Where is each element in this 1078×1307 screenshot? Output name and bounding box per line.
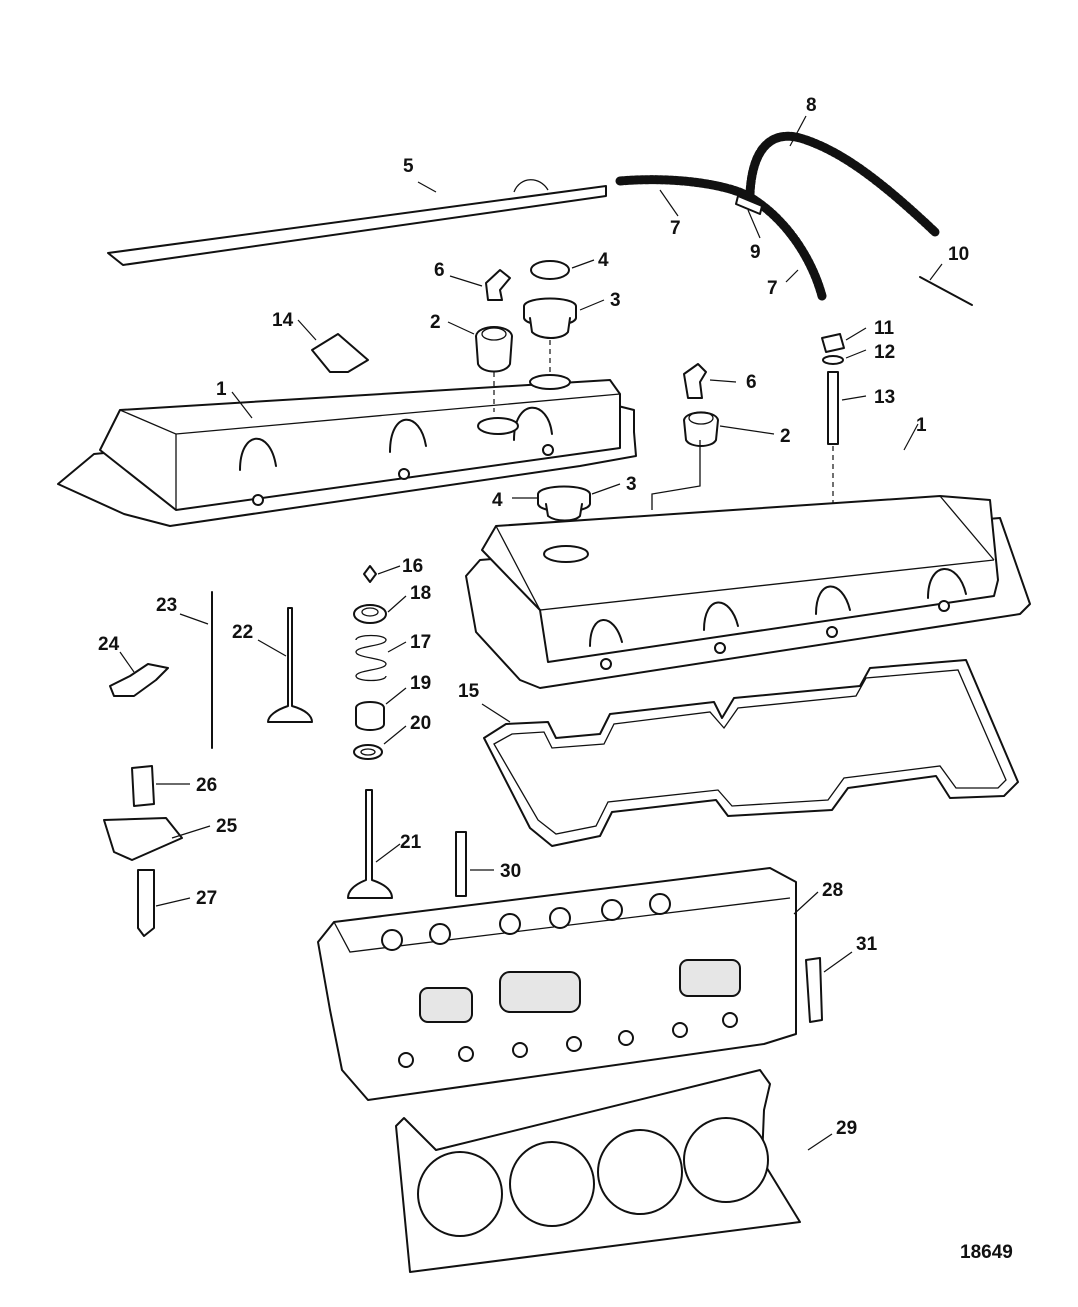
part-20-shim bbox=[353, 744, 383, 760]
callout-30: 30 bbox=[500, 861, 521, 882]
part-4-seal-upper bbox=[530, 260, 570, 280]
part-19-seal bbox=[355, 701, 385, 731]
part-11-12-13-stud-assembly bbox=[821, 333, 845, 445]
part-22-valve bbox=[267, 607, 313, 723]
part-2-grommet-upper bbox=[475, 326, 513, 373]
callout-19: 19 bbox=[410, 673, 431, 694]
callout-20: 20 bbox=[410, 713, 431, 734]
assembly-line-grommet-right bbox=[651, 440, 701, 510]
part-6-elbow-fitting-right bbox=[683, 363, 707, 399]
callout-17: 17 bbox=[410, 632, 431, 653]
callout-2: 2 bbox=[430, 312, 441, 333]
callout-3-b: 3 bbox=[626, 474, 637, 495]
callout-3: 3 bbox=[610, 290, 621, 311]
callout-4-b: 4 bbox=[492, 490, 503, 511]
callout-1: 1 bbox=[216, 379, 227, 400]
part-18-retainer bbox=[353, 604, 387, 624]
part-14-clip bbox=[311, 333, 369, 373]
callout-25: 25 bbox=[216, 816, 238, 837]
part-1-valve-cover-right bbox=[465, 495, 1031, 689]
part-15-cover-gasket bbox=[483, 659, 1019, 847]
part-17-spring bbox=[355, 634, 387, 682]
callout-11: 11 bbox=[874, 318, 895, 339]
callout-13: 13 bbox=[874, 387, 895, 408]
callout-22: 22 bbox=[232, 622, 253, 643]
callout-labels: 8 5 7 9 7 10 6 4 3 2 14 11 12 1 6 13 2 1… bbox=[98, 95, 969, 1139]
part-10-pin bbox=[919, 276, 973, 306]
callout-24: 24 bbox=[98, 634, 120, 655]
callout-7-b: 7 bbox=[767, 278, 778, 299]
part-28-cylinder-head bbox=[317, 867, 797, 1101]
callout-8: 8 bbox=[806, 95, 817, 116]
part-24-pushrod-guide bbox=[109, 663, 169, 697]
part-26-nut bbox=[131, 765, 155, 807]
part-21-valve bbox=[347, 789, 393, 899]
part-27-rocker-stud bbox=[137, 869, 155, 937]
callout-26: 26 bbox=[196, 775, 217, 796]
callout-9: 9 bbox=[750, 242, 761, 263]
part-2-grommet-right bbox=[683, 411, 719, 447]
callout-28: 28 bbox=[822, 880, 843, 901]
callout-5: 5 bbox=[403, 156, 414, 177]
part-3-oil-cap-lower bbox=[537, 485, 591, 522]
callout-23: 23 bbox=[156, 595, 177, 616]
figure-number: 18649 bbox=[960, 1242, 1013, 1263]
callout-15: 15 bbox=[458, 681, 480, 702]
part-31-bolt bbox=[805, 957, 823, 1023]
leader-lines bbox=[119, 115, 943, 1151]
callout-4: 4 bbox=[598, 250, 609, 271]
part-30-bolt bbox=[455, 831, 467, 897]
callout-31: 31 bbox=[856, 934, 878, 955]
callout-29: 29 bbox=[836, 1118, 857, 1139]
callout-27: 27 bbox=[196, 888, 217, 909]
callout-10: 10 bbox=[948, 244, 969, 265]
part-6-elbow-fitting-upper bbox=[485, 269, 511, 301]
callout-21: 21 bbox=[400, 832, 422, 853]
callout-6-b: 6 bbox=[746, 372, 757, 393]
part-3-oil-cap-upper bbox=[523, 297, 577, 339]
callout-16: 16 bbox=[402, 556, 423, 577]
callout-14: 14 bbox=[272, 310, 294, 331]
callout-2-b: 2 bbox=[780, 426, 791, 447]
part-1-valve-cover-left bbox=[57, 374, 637, 527]
part-5-baffle-strip bbox=[107, 179, 607, 266]
part-25-rocker-arm bbox=[103, 817, 183, 861]
callout-12: 12 bbox=[874, 342, 895, 363]
callout-1-b: 1 bbox=[916, 415, 927, 436]
part-7-8-9-hoses bbox=[615, 131, 940, 301]
part-16-keepers bbox=[363, 565, 377, 583]
part-29-head-gasket bbox=[395, 1069, 801, 1273]
callout-18: 18 bbox=[410, 583, 431, 604]
callout-7: 7 bbox=[670, 218, 681, 239]
callout-6: 6 bbox=[434, 260, 445, 281]
